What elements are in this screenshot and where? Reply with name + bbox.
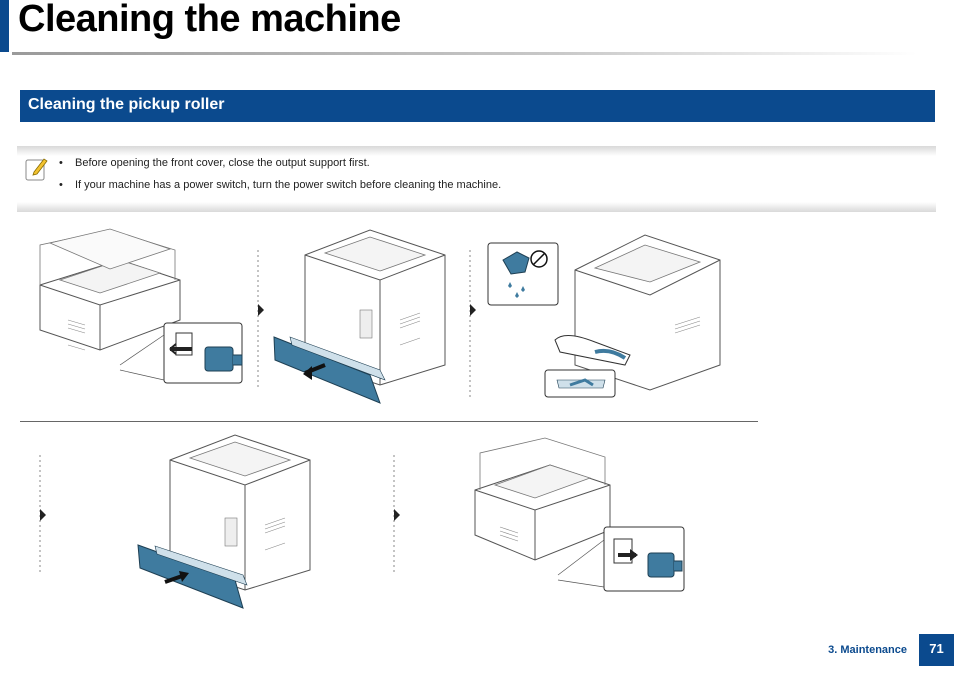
note-item: If your machine has a power switch, turn… bbox=[59, 177, 501, 199]
step-3-wipe-roller-illustration bbox=[487, 234, 721, 398]
note-list: Before opening the front cover, close th… bbox=[59, 155, 501, 199]
step-separator bbox=[469, 250, 476, 400]
footer-chapter: 3. Maintenance bbox=[828, 644, 907, 656]
title-rule bbox=[12, 52, 917, 55]
note-item: Before opening the front cover, close th… bbox=[59, 155, 501, 177]
step-separator bbox=[39, 455, 46, 575]
page-number: 71 bbox=[919, 634, 954, 666]
page-title: Cleaning the machine bbox=[18, 0, 401, 40]
step-5-plug-in-illustration bbox=[474, 437, 685, 592]
section-header: Cleaning the pickup roller bbox=[20, 90, 935, 122]
step-4-insert-tray-illustration bbox=[137, 434, 311, 609]
step-2-remove-tray-illustration bbox=[273, 229, 446, 404]
title-accent-bar bbox=[0, 0, 9, 52]
step-separator bbox=[393, 455, 400, 575]
note-box: Before opening the front cover, close th… bbox=[17, 146, 936, 212]
step-1-unplug-illustration bbox=[39, 228, 243, 384]
section-title: Cleaning the pickup roller bbox=[28, 96, 225, 113]
pencil-note-icon bbox=[25, 158, 48, 181]
step-separator bbox=[257, 250, 264, 390]
row-divider bbox=[20, 421, 758, 422]
